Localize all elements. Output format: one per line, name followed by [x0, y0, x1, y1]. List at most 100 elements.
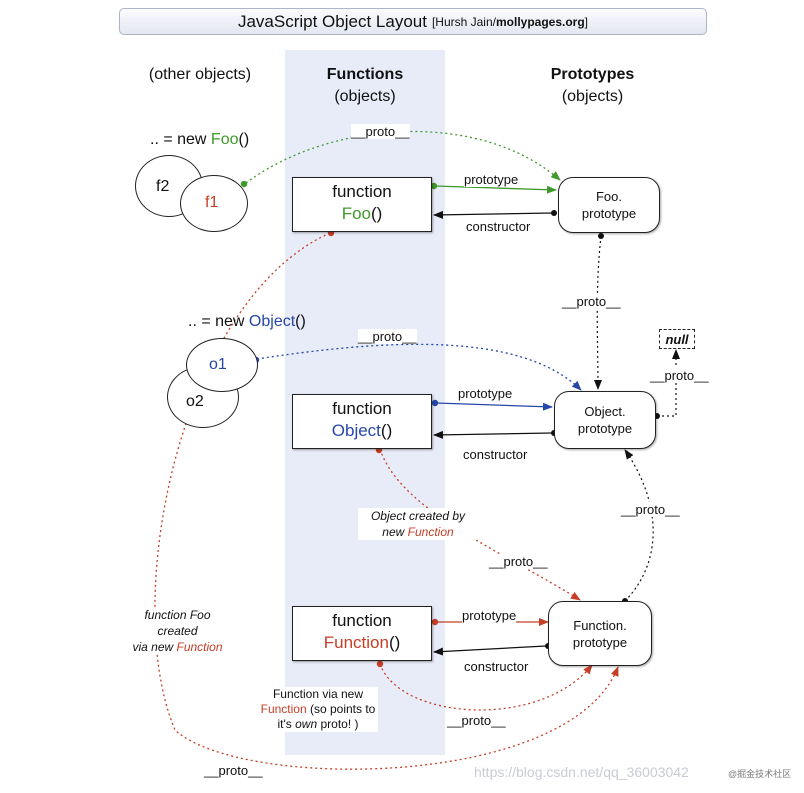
constructor-label-function: constructor — [464, 659, 529, 674]
proto-label-fnproto: __proto__ — [621, 502, 680, 517]
function-object-keyword: function — [332, 399, 392, 418]
proto-label-fooproto: __proto__ — [562, 294, 621, 309]
foo-prototype-box: Foo. prototype — [558, 177, 660, 233]
function-function-parens: () — [388, 633, 401, 652]
proto-label-object-fn: __proto__ — [489, 554, 548, 569]
object-constructor-link — [433, 430, 553, 439]
function-foo-signature: Foo() — [293, 203, 431, 225]
f1-label: f1 — [205, 194, 219, 211]
foo-fn-proto-link — [154, 232, 619, 770]
object-created-line2: new Function — [358, 524, 478, 540]
foo-prototype-dot — [430, 182, 438, 190]
function-prototype-line1: Function. — [573, 617, 627, 633]
foo-constructor-dot — [551, 210, 557, 216]
watermark-tag: @掘金技术社区 — [728, 769, 792, 779]
function-function-name: Function — [323, 633, 389, 652]
diagram-title: JavaScript Object Layout — [237, 11, 427, 31]
o1-label: o1 — [209, 356, 227, 373]
credit-suffix: ] — [584, 14, 589, 29]
foo-constructor-link — [433, 210, 553, 219]
fn-via-own: own — [295, 717, 318, 731]
proto-label-objectproto: __proto__ — [650, 368, 709, 383]
object-fn-proto-link — [379, 448, 581, 601]
function-foo-parens: () — [370, 204, 383, 223]
function-constructor-link — [433, 645, 547, 656]
foo-prototype-line1: Foo. — [595, 189, 622, 204]
object-prototype-line1: Object. — [584, 404, 626, 419]
function-foo-box: function Foo() — [292, 177, 432, 232]
object-prototype-line2: prototype — [577, 421, 633, 436]
prototype-label-foo: prototype — [464, 172, 519, 187]
title-bar: JavaScript Object Layout [Hursh Jain/mol… — [119, 8, 707, 35]
foo-created-fn: Function — [176, 640, 223, 654]
function-foo-keyword: function — [332, 182, 392, 201]
object-created-fn: Function — [407, 525, 454, 539]
new-object-prefix: .. = new — [188, 313, 249, 330]
foo-created-via: via new — [132, 640, 177, 654]
function-own-proto-dot — [376, 660, 384, 668]
proto-label-foo-fn: __proto__ — [204, 763, 263, 778]
object-prototype-dot — [431, 399, 439, 407]
title-credit: [Hursh Jain/mollypages.org] — [432, 15, 588, 29]
new-object-label: .. = new Object() — [188, 313, 306, 331]
proto-label-f1: __proto__ — [351, 124, 410, 139]
other-objects-header: (other objects) — [148, 66, 252, 83]
function-own-proto-link — [379, 663, 593, 711]
credit-site: mollypages.org — [495, 14, 585, 29]
function-object-name: Object — [331, 421, 381, 440]
prototype-label-function: prototype — [462, 608, 517, 623]
functions-header: Functions (objects) — [285, 64, 445, 108]
foo-created-line1: function Foo — [144, 608, 211, 622]
fn-via-line3a: it's — [277, 717, 296, 731]
null-box: null — [659, 329, 695, 349]
object-created-line1: Object created by — [370, 509, 466, 523]
fn-via-line3b: proto! ) — [317, 717, 359, 731]
foo-prototype-line2: prototype — [581, 206, 637, 221]
f1-proto-dot — [240, 180, 248, 188]
fn-via-line3: it's own proto! ) — [258, 717, 378, 732]
object-created-new: new — [382, 525, 408, 539]
o2-label: o2 — [186, 393, 204, 410]
functions-subtitle: (objects) — [334, 88, 396, 105]
constructor-label-foo: constructor — [466, 219, 531, 234]
new-object-name: Object — [248, 313, 296, 330]
o1-proto-link — [256, 343, 582, 391]
foo-prototype-link — [434, 185, 557, 194]
o1-instance: o1 — [186, 338, 258, 392]
fn-via-rest: (so points to — [306, 702, 376, 716]
foo-created-note: function Foo created via new Function — [120, 607, 235, 655]
prototypes-subtitle: (objects) — [561, 88, 624, 105]
proto-label-function-own: __proto__ — [447, 713, 506, 728]
proto-label-o1: __proto__ — [358, 329, 417, 344]
prototypes-header: Prototypes (objects) — [515, 64, 670, 108]
new-foo-prefix: .. = new — [150, 131, 211, 148]
fooproto-proto-dot — [598, 233, 604, 239]
constructor-label-object: constructor — [463, 447, 528, 462]
new-foo-suffix: () — [238, 131, 250, 148]
function-object-parens: () — [380, 421, 393, 440]
function-prototype-dot — [431, 618, 439, 626]
function-function-signature: Function() — [293, 632, 431, 654]
function-prototype-line2: prototype — [572, 634, 628, 650]
function-via-note: Function via new Function (so points to … — [258, 687, 378, 732]
fn-via-line1: Function via new — [272, 687, 364, 701]
f2-label: f2 — [156, 178, 170, 195]
new-foo-label: .. = new Foo() — [150, 131, 249, 149]
function-object-signature: Object() — [293, 420, 431, 442]
new-object-suffix: () — [295, 313, 306, 330]
object-prototype-box: Object. prototype — [554, 391, 656, 449]
objectproto-null-link — [657, 349, 680, 417]
function-object-box: function Object() — [292, 394, 432, 449]
object-created-note: Object created by new Function — [358, 508, 478, 540]
object-prototype-link — [435, 402, 553, 411]
f1-instance: f1 — [180, 175, 248, 232]
functions-title: Functions — [326, 66, 404, 83]
watermark-url: https://blog.csdn.net/qq_36003042 — [474, 764, 689, 780]
function-function-box: function Function() — [292, 606, 432, 661]
function-prototype-box: Function. prototype — [548, 601, 652, 666]
fn-via-line2: Function (so points to — [258, 702, 378, 717]
fnproto-proto-link — [624, 449, 654, 602]
function-foo-name: Foo — [341, 204, 371, 223]
credit-prefix: [Hursh Jain/ — [431, 14, 496, 29]
new-foo-name: Foo — [210, 131, 239, 148]
